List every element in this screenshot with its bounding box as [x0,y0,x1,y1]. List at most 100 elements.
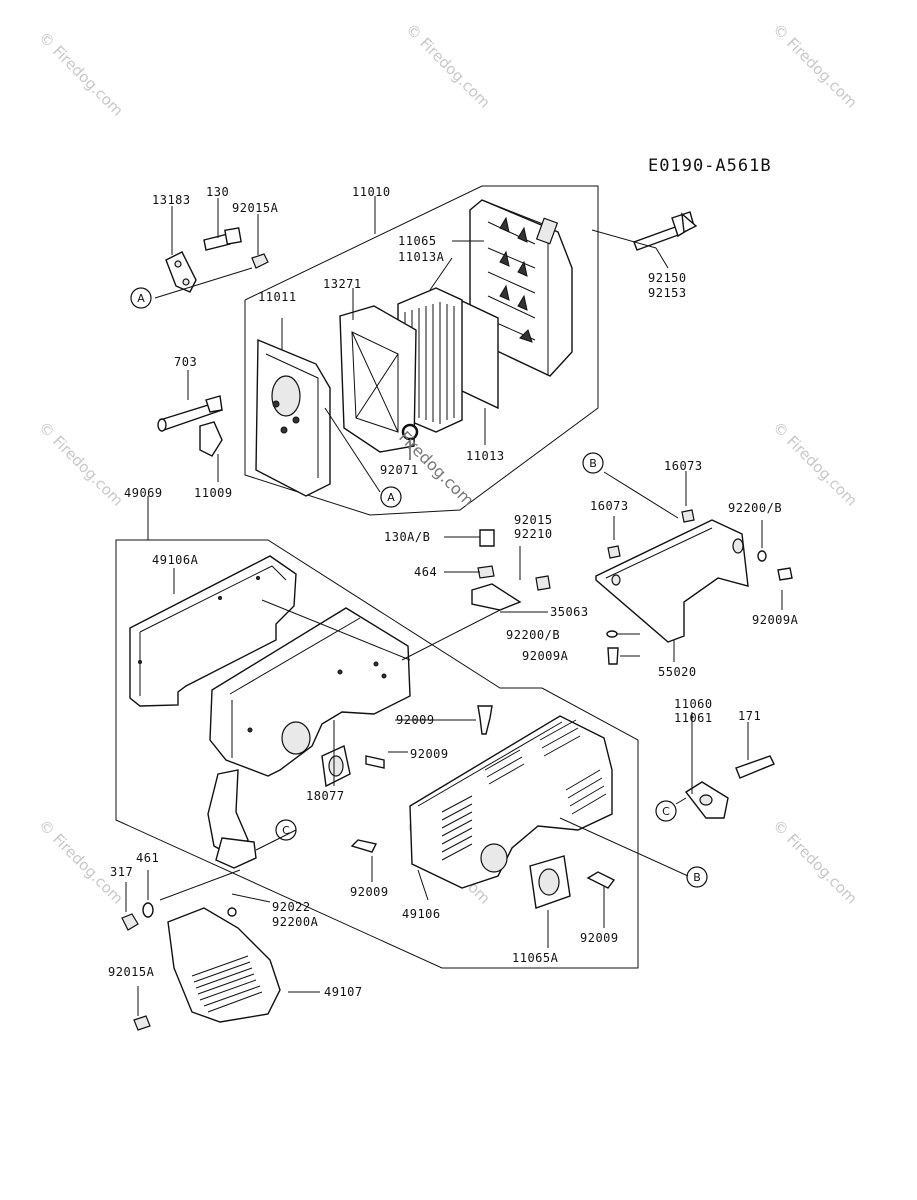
label-11013: 11013 [466,449,505,463]
o-ring-92071 [401,423,419,441]
bolt-92009-top [477,705,493,735]
bolt-92009-mid [365,755,385,769]
label-11011: 11011 [258,290,297,304]
diagram-code: E0190-A561B [648,156,772,176]
label-92200A: 92200A [272,915,319,929]
callout-a-top: A [130,287,152,309]
cover-49106 [409,715,613,889]
label-92009-mid: 92009 [410,747,449,761]
label-130AB: 130A/B [384,530,430,544]
gasket-11060 [684,781,729,819]
watermark: © Firedog.com [769,816,861,908]
callout-c-right: C [655,800,677,822]
washer-92200B-mid [606,630,618,638]
pre-cleaner-13271 [339,305,417,453]
label-92009-top: 92009 [396,713,435,727]
label-11065A: 11065A [512,951,559,965]
washer-92200B-top [757,550,767,562]
label-92200B-top: 92200/B [728,501,782,515]
label-92150: 92150 [648,271,687,285]
bolt-130 [203,227,242,251]
label-11060: 11060 [674,697,713,711]
nut-16073-top [681,509,695,523]
nut-92015 [535,575,551,591]
watermark: © Firedog.com [769,20,861,112]
label-11061: 11061 [674,711,713,725]
svg-text:C: C [662,805,670,818]
gasket-11009 [199,421,223,457]
callout-c-left: C [275,819,297,841]
label-11009: 11009 [194,486,233,500]
label-49069: 49069 [124,486,163,500]
label-92009-left: 92009 [350,885,389,899]
label-464: 464 [414,565,437,579]
base-11011 [255,338,331,497]
bolt-92009-left [350,839,378,853]
bracket-35063 [471,583,522,611]
label-55020: 55020 [658,665,697,679]
label-92210: 92210 [514,527,553,541]
label-49107: 49107 [324,985,363,999]
callout-b-bottom: B [686,866,708,888]
label-11010: 11010 [352,185,391,199]
stud-171 [735,755,775,779]
label-92153: 92153 [648,286,687,300]
svg-text:A: A [387,491,395,504]
bolt-130AB [479,529,495,547]
svg-text:A: A [137,292,145,305]
label-49106: 49106 [402,907,441,921]
nut-92015A-bottom [133,1015,151,1031]
svg-text:B: B [693,871,701,884]
watermark: © Firedog.com [769,418,861,510]
tube-703 [157,395,223,432]
washer-461 [142,902,154,918]
label-16073-top: 16073 [664,459,703,473]
watermark: © Firedog.com [35,816,127,908]
svg-text:C: C [282,824,290,837]
label-92015A-bottom: 92015A [108,965,155,979]
label-317: 317 [110,865,133,879]
label-13183: 13183 [152,193,191,207]
bolt-92009-br [586,871,616,889]
label-92200B-mid: 92200/B [506,628,560,642]
callout-b-top: B [582,452,604,474]
label-130: 130 [206,185,229,199]
shield-49107 [167,907,281,1023]
muffler-group [115,471,793,1031]
group-outline-11010 [244,185,599,516]
bolt-92009A-right [777,567,793,581]
label-92022: 92022 [272,900,311,914]
label-92071: 92071 [380,463,419,477]
gasket-18077 [321,745,351,788]
watermark: © Firedog.com [35,418,127,510]
label-171: 171 [738,709,761,723]
label-92009-br: 92009 [580,931,619,945]
callout-a-bottom: A [380,486,402,508]
bracket-55020 [595,519,749,643]
part-labels: 13183 130 92015A 11010 11065 11013A 9215… [108,185,799,999]
nut-16073-mid [607,545,621,559]
group-outline-49069 [115,505,639,969]
label-703: 703 [174,355,197,369]
label-92009A-mid: 92009A [522,649,569,663]
label-92009A-right: 92009A [752,613,799,627]
watermark: © Firedog.com [402,20,494,112]
bracket-13183 [165,251,197,293]
washer-464 [477,565,495,579]
label-16073-mid: 16073 [590,499,629,513]
nut-92015A-top [251,253,269,269]
washer-92022 [227,907,237,917]
label-49106A: 49106A [152,553,199,567]
svg-text:B: B [589,457,597,470]
label-35063: 35063 [550,605,589,619]
watermarks: © Firedog.com © Firedog.com © Firedog.co… [35,20,861,908]
label-461: 461 [136,851,159,865]
label-18077: 18077 [306,789,345,803]
wing-bolt-92150 [633,211,698,251]
shield-49106A [129,555,297,707]
nut-317 [121,913,139,931]
label-92015A-top: 92015A [232,201,279,215]
label-13271: 13271 [323,277,362,291]
watermark: © Firedog.com [35,28,127,120]
